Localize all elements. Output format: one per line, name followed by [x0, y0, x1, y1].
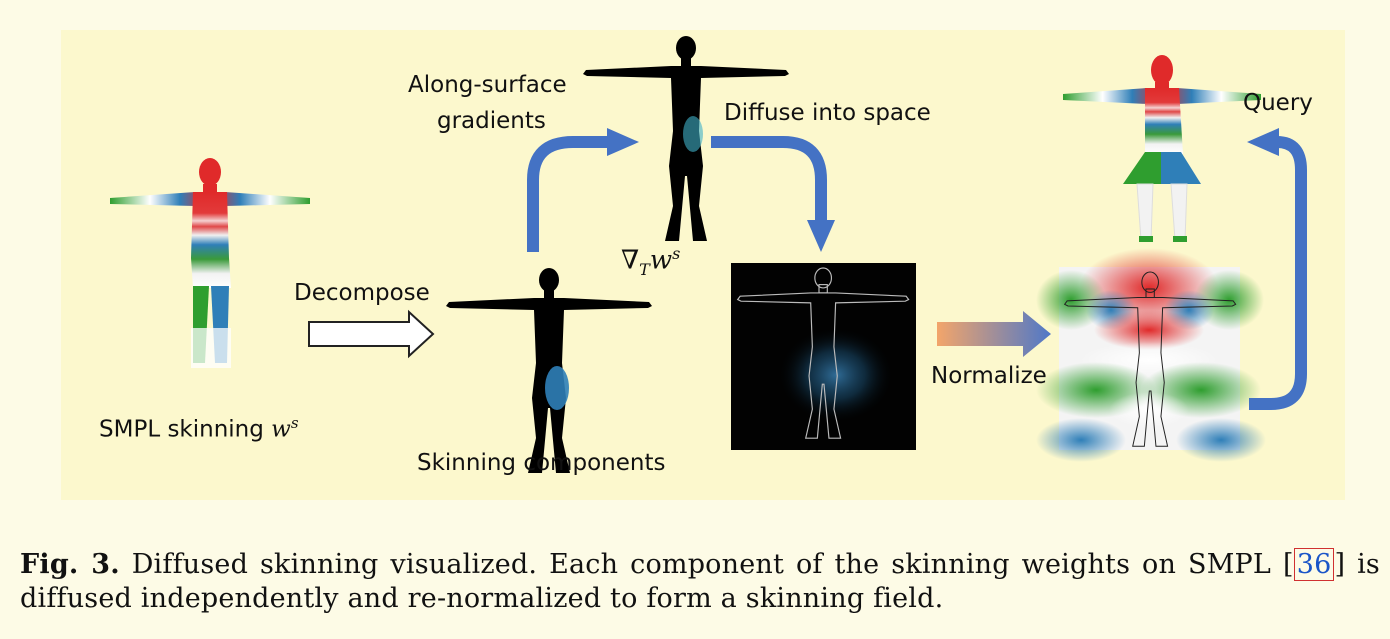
label-gradient-symbol: ∇Tws [621, 244, 680, 279]
caption-citation[interactable]: 36 [1293, 548, 1335, 581]
caption-fig-label: Fig. 3. [20, 549, 120, 580]
curved-arrow-down [711, 136, 835, 252]
label-diffuse: Diffuse into space [724, 100, 931, 126]
label-normalize: Normalize [931, 363, 1047, 389]
skinning-component-figure [446, 268, 652, 473]
label-along-surface-2: gradients [437, 108, 546, 134]
label-smpl-symbol: w [271, 416, 291, 443]
figure-caption: Fig. 3. Diffused skinning visualized. Ea… [20, 548, 1380, 614]
figure-graphics [110, 36, 1307, 473]
curved-arrow-query [1247, 128, 1307, 410]
label-query: Query [1243, 90, 1313, 116]
curved-arrow-up [527, 128, 639, 252]
label-decompose: Decompose [294, 280, 430, 306]
caption-text-1: Diffused skinning visualized. Each compo… [119, 549, 1283, 580]
normalized-field-image [1036, 248, 1266, 462]
query-result-figure [1063, 55, 1261, 242]
decompose-arrow [308, 309, 435, 359]
figure-panel: SMPL skinning ws Decompose Skinning comp… [61, 30, 1345, 500]
diffused-field-image [731, 263, 916, 450]
normalize-arrow [937, 311, 1051, 357]
gradient-figure [583, 36, 789, 241]
label-smpl-text: SMPL skinning [99, 416, 264, 443]
label-along-surface-1: Along-surface [408, 72, 567, 98]
label-smpl-skinning: SMPL skinning ws [99, 414, 299, 444]
gradient-sup: s [672, 244, 681, 263]
gradient-sub: T [639, 259, 650, 279]
caption-text-2: is diffused independently and re-normali… [20, 549, 1380, 614]
gradient-nabla: ∇ [621, 245, 640, 276]
label-skinning-components: Skinning components [417, 450, 666, 476]
label-smpl-sup: s [290, 414, 299, 432]
gradient-w: w [649, 245, 673, 276]
smpl-colored-figure [110, 158, 310, 368]
